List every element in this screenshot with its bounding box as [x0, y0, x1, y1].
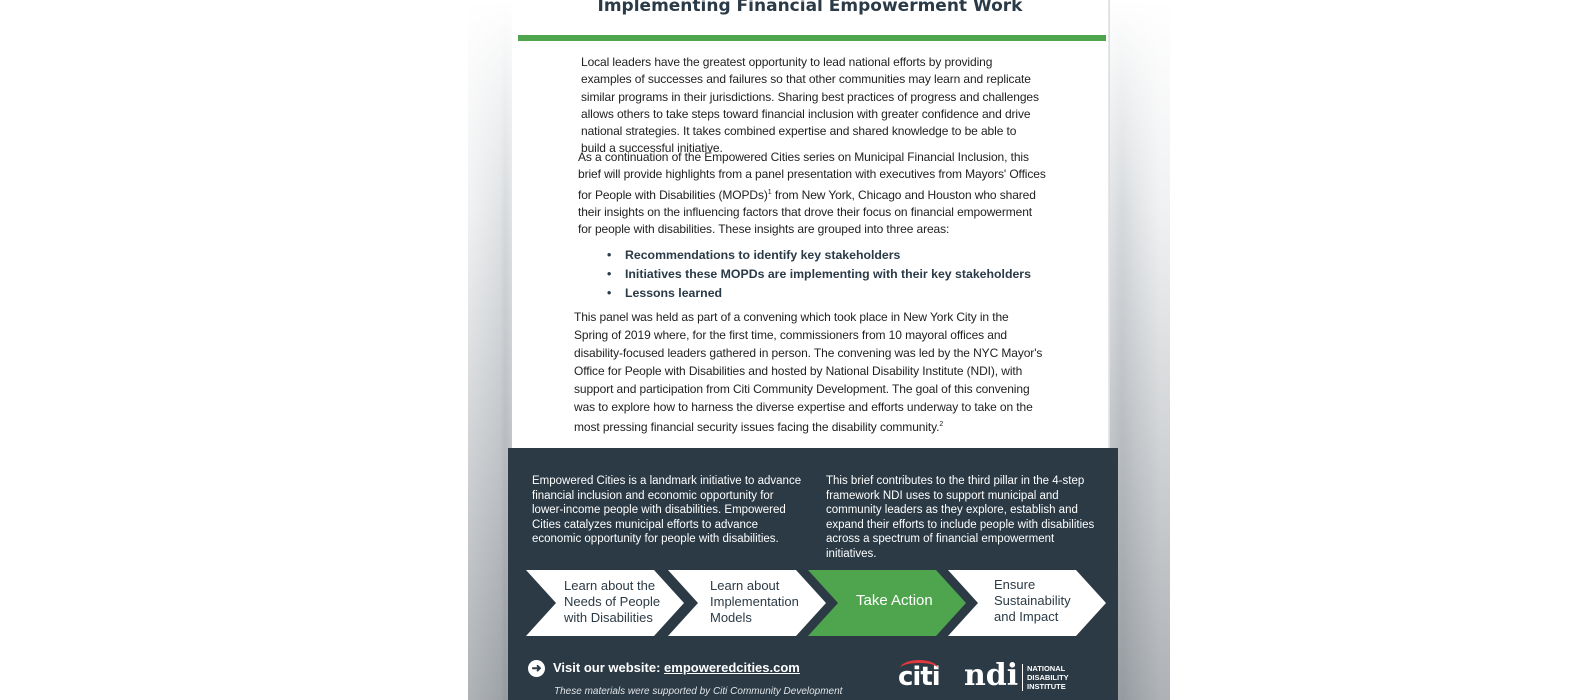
- step-1-line2: Needs of People: [564, 594, 661, 609]
- convening-paragraph-text: This panel was held as part of a conveni…: [574, 310, 1043, 434]
- website-link-row: ➜ Visit our website: empoweredcities.com: [528, 660, 800, 678]
- list-item: • Lessons learned: [607, 284, 1031, 303]
- series-paragraph-part-b: from New York, Chicago and Houston who s…: [578, 187, 1036, 237]
- arrow-right-circle-icon: ➜: [528, 660, 545, 678]
- framework-steps: Learn about the Needs of People with Dis…: [526, 570, 1106, 636]
- ndi-line-3: INSTITUTE: [1027, 682, 1066, 691]
- bullet-marker: •: [607, 248, 612, 262]
- intro-paragraph: Local leaders have the greatest opportun…: [581, 55, 1039, 156]
- brief-description: This brief contributes to the third pill…: [826, 475, 1095, 560]
- citi-logo: citi: [898, 660, 941, 692]
- step-2-line2: Implementation: [710, 594, 799, 609]
- step-4-line3: and Impact: [994, 609, 1059, 624]
- chevron-shape-icon: [948, 570, 1106, 636]
- step-2-line3: Models: [710, 610, 752, 625]
- series-paragraph-part-a: As a continuation of the Empowered Citie…: [578, 150, 1046, 202]
- support-note: These materials were supported by Citi C…: [554, 686, 843, 697]
- page-shadow-right: [1110, 0, 1170, 700]
- step-2-line1: Learn about: [710, 578, 780, 593]
- footer-panel: Empowered Cities is a landmark initiativ…: [508, 448, 1118, 700]
- ndi-logo: ndi: [964, 658, 1019, 693]
- list-item: • Recommendations to identify key stakeho…: [607, 246, 1031, 265]
- bullet-marker: •: [607, 267, 612, 281]
- step-4-chevron: Ensure Sustainability and Impact: [948, 570, 1106, 636]
- title-divider: [518, 35, 1106, 41]
- empowered-cities-description: Empowered Cities is a landmark initiativ…: [532, 475, 802, 546]
- series-paragraph: As a continuation of the Empowered Citie…: [578, 149, 1048, 238]
- list-item-label: Lessons learned: [625, 286, 723, 300]
- list-item: • Initiatives these MOPDs are implementin…: [607, 265, 1031, 284]
- ndi-line-1: NATIONAL: [1027, 664, 1066, 673]
- step-2-chevron: Learn about Implementation Models: [668, 570, 826, 636]
- step-4-line2: Sustainability: [994, 593, 1071, 608]
- citi-arc-icon: [900, 660, 938, 677]
- list-item-label: Initiatives these MOPDs are implementing…: [625, 267, 1031, 281]
- step-1-line3: with Disabilities: [564, 610, 653, 625]
- document-page: Implementing Financial Empowerment Work …: [512, 0, 1108, 700]
- step-4-line1: Ensure: [994, 577, 1036, 592]
- page-title: Implementing Financial Empowerment Work: [597, 0, 1023, 16]
- chevron-shape-icon: [526, 570, 684, 636]
- step-3-chevron: Take Action: [808, 570, 966, 636]
- ndi-logo-wordmark: NATIONAL DISABILITY INSTITUTE: [1022, 664, 1069, 691]
- step-1-chevron: Learn about the Needs of People with Dis…: [526, 570, 684, 636]
- step-1-line1: Learn about the: [564, 578, 656, 593]
- chevron-shape-icon: [668, 570, 826, 636]
- step-4-label: Ensure Sustainability and Impact: [994, 577, 1071, 625]
- footnote-ref-2[interactable]: 2: [939, 421, 944, 428]
- insight-areas-list: • Recommendations to identify key stakeho…: [607, 246, 1031, 303]
- bullet-marker: •: [607, 286, 612, 300]
- convening-paragraph: This panel was held as part of a conveni…: [574, 308, 1044, 436]
- step-1-label: Learn about the Needs of People with Dis…: [564, 578, 660, 626]
- list-item-label: Recommendations to identify key stakehol…: [625, 248, 901, 262]
- chevron-shape-icon: [808, 570, 966, 636]
- website-link[interactable]: empoweredcities.com: [664, 660, 800, 675]
- step-3-label: Take Action: [856, 592, 933, 609]
- visit-label: Visit our website:: [553, 660, 661, 675]
- step-2-label: Learn about Implementation Models: [710, 578, 799, 626]
- footnote-ref-1[interactable]: 1: [767, 188, 772, 196]
- ndi-line-2: DISABILITY: [1027, 673, 1069, 682]
